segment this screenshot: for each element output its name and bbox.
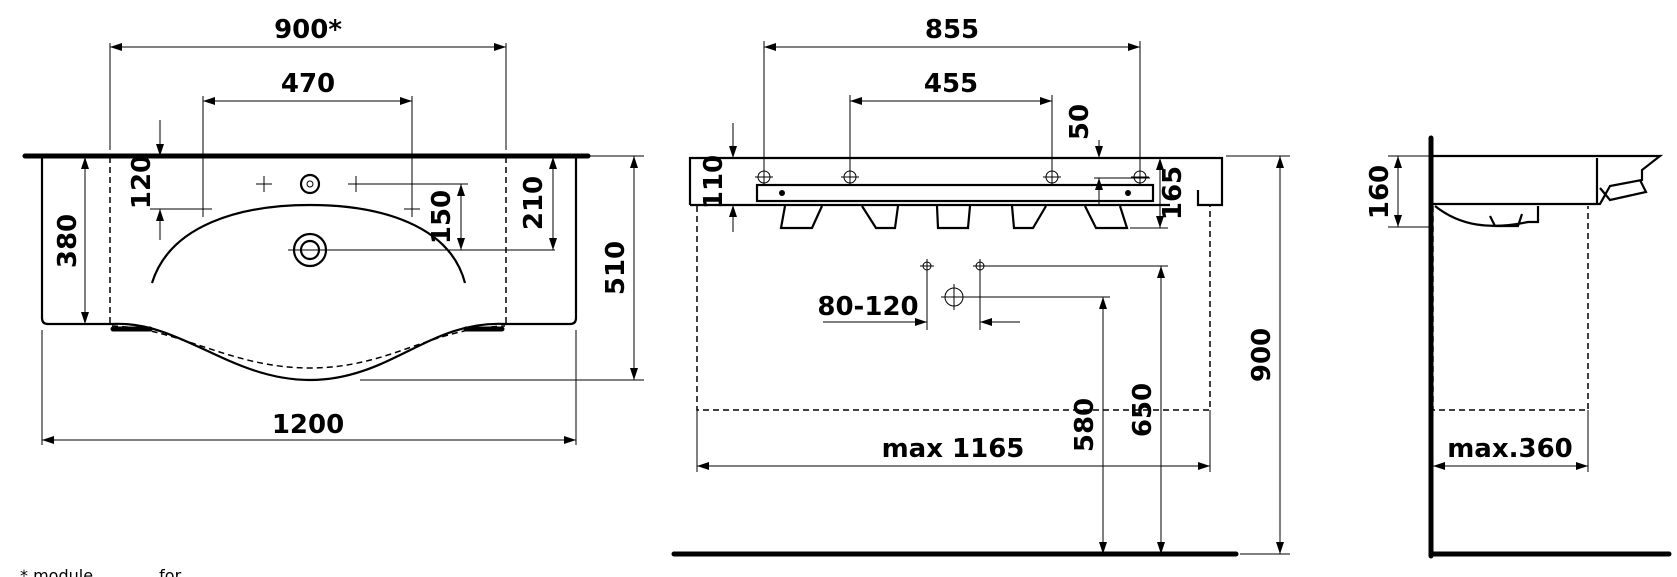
dim-580-label: 580	[1070, 398, 1100, 452]
dim-150-label: 150	[427, 190, 457, 244]
dim-1200-label: 1200	[272, 410, 344, 440]
dim-50-label: 50	[1065, 104, 1095, 140]
front-view-outlet-symbols	[920, 259, 987, 310]
dim-380-label: 380	[53, 214, 83, 268]
front-view: 855 455 50 110 165 80-120 580 650	[671, 15, 1290, 557]
front-view-rail-bolt-left	[779, 190, 785, 196]
dim-max-1165-label: max 1165	[882, 434, 1025, 464]
side-view: 160 max.360	[1365, 135, 1672, 559]
side-view-lip	[1599, 179, 1648, 202]
dim-120-label: 120	[127, 155, 157, 209]
dim-165-label: 165	[1158, 166, 1188, 220]
dim-650-label: 650	[1128, 383, 1158, 437]
dim-470-label: 470	[281, 69, 335, 99]
front-view-foot-4	[1010, 205, 1047, 230]
top-view-basin-outline	[40, 157, 578, 382]
front-view-bolt-symbols	[755, 168, 1149, 186]
front-view-cabinet-dashed	[696, 206, 1211, 411]
front-view-foot-3	[935, 205, 972, 230]
dim-max-360-label: max.360	[1447, 434, 1573, 464]
front-view-foot-1	[779, 205, 824, 230]
dim-900v-label: 900	[1247, 328, 1277, 382]
top-view: 900* 470 120 150 210 380 510 1200	[22, 15, 644, 445]
side-view-basin-profile	[1433, 154, 1664, 206]
top-view-cross-left	[256, 176, 272, 192]
front-view-slab	[688, 156, 1224, 207]
dim-900-label: 900*	[274, 15, 342, 45]
dim-110-label: 110	[699, 155, 729, 209]
front-view-foot-2	[861, 205, 900, 230]
front-view-rail-bolt-right	[1125, 190, 1131, 196]
side-view-cabinet-dashed	[1432, 206, 1589, 411]
dim-455-label: 455	[924, 69, 978, 99]
top-view-dashed-curve	[111, 325, 506, 369]
side-view-bowl-bottom	[1434, 205, 1540, 227]
footnote: * module ... ... ... for ... ...	[20, 566, 222, 577]
side-view-waste	[1489, 213, 1524, 228]
front-view-foot-5	[1084, 205, 1129, 230]
top-view-bowl-arc	[150, 203, 467, 284]
dim-210-label: 210	[519, 176, 549, 230]
front-view-rail	[755, 183, 1155, 203]
dim-80-120-label: 80-120	[817, 292, 918, 322]
dim-510-label: 510	[601, 241, 631, 295]
dim-160-label: 160	[1365, 165, 1395, 219]
dim-855-label: 855	[925, 15, 979, 45]
top-view-tap-hole-center	[306, 180, 314, 188]
top-view-tap-hole	[299, 173, 321, 195]
